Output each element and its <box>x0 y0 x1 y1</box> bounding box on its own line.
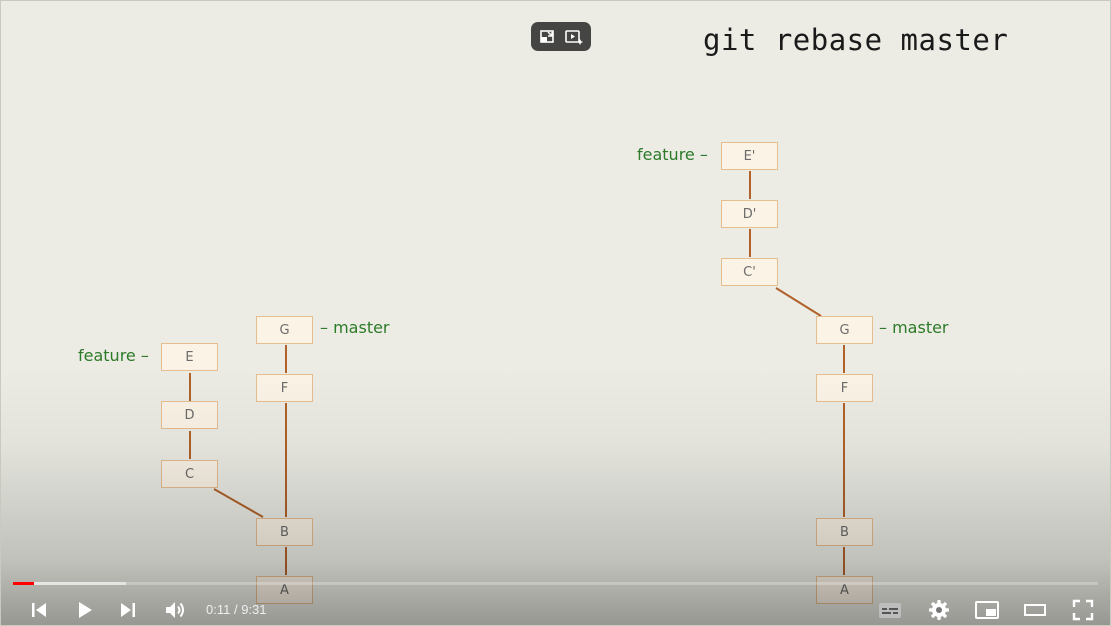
slide-title: git rebase master <box>703 23 1009 57</box>
mute-button[interactable] <box>161 596 189 624</box>
progress-bar[interactable] <box>13 582 1098 585</box>
edge-c-b <box>213 488 264 518</box>
skip-next-icon <box>121 603 135 617</box>
edge-c2-g <box>775 287 822 317</box>
commit-b-after: B <box>816 518 873 546</box>
time-total: 9:31 <box>241 602 267 617</box>
time-current: 0:11 <box>206 602 231 617</box>
exit-pip-icon[interactable] <box>538 27 558 47</box>
commit-c: C <box>161 460 218 488</box>
autoplay-preview-icon[interactable] <box>564 27 584 47</box>
fullscreen-button[interactable] <box>1069 596 1097 624</box>
fullscreen-icon <box>1072 599 1094 621</box>
skip-previous-icon <box>32 603 46 617</box>
overlay-controls[interactable] <box>531 22 591 51</box>
play-button[interactable] <box>70 596 98 624</box>
commit-e-prime: E' <box>721 142 778 170</box>
commit-c-prime: C' <box>721 258 778 286</box>
commit-f: F <box>256 374 313 402</box>
branch-label-feature-after: feature – <box>637 145 708 164</box>
time-separator: / <box>230 602 242 617</box>
next-button[interactable] <box>114 596 142 624</box>
branch-label-master-before: – master <box>320 318 390 337</box>
commit-f-after: F <box>816 374 873 402</box>
theater-mode-button[interactable] <box>1021 596 1049 624</box>
progress-buffered <box>13 582 126 585</box>
theater-mode-icon <box>1024 604 1046 616</box>
progress-played <box>13 582 34 585</box>
captions-button[interactable] <box>876 596 904 624</box>
branch-label-feature-before: feature – <box>78 346 149 365</box>
commit-d-prime: D' <box>721 200 778 228</box>
captions-icon <box>879 603 901 618</box>
volume-icon <box>166 602 184 618</box>
commit-a-after: A <box>816 576 873 604</box>
commit-b: B <box>256 518 313 546</box>
commit-g-after: G <box>816 316 873 344</box>
settings-button[interactable] <box>925 596 953 624</box>
play-icon <box>79 602 92 618</box>
time-display: 0:11 / 9:31 <box>206 602 267 617</box>
settings-icon <box>929 600 949 620</box>
commit-d: D <box>161 401 218 429</box>
commit-g: G <box>256 316 313 344</box>
commit-e: E <box>161 343 218 371</box>
miniplayer-button[interactable] <box>973 596 1001 624</box>
commit-a: A <box>256 576 313 604</box>
previous-button[interactable] <box>25 596 53 624</box>
branch-label-master-after: – master <box>879 318 949 337</box>
miniplayer-icon <box>975 601 999 619</box>
